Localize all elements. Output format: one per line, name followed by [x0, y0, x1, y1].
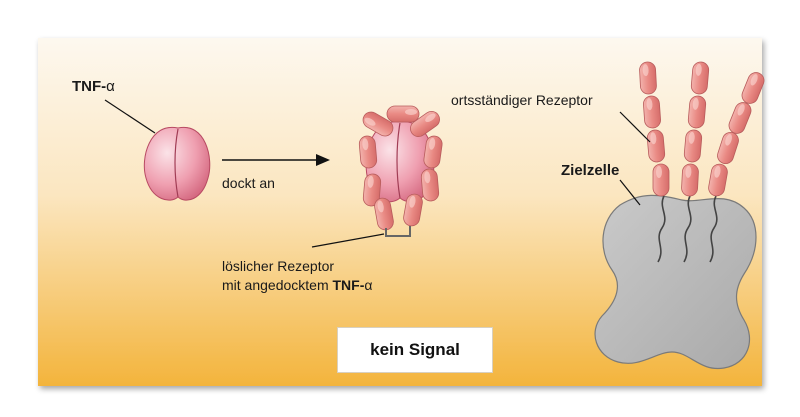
docks-on-label: dockt an: [222, 175, 275, 191]
docking-arrow: [222, 154, 330, 166]
membrane-receptor-leader-line: [619, 111, 651, 143]
docked-tnf-label: mit angedocktem TNF-α: [222, 277, 373, 293]
tnf-alpha-label: TNF-α: [72, 78, 115, 95]
target-cell: [594, 194, 757, 370]
target-cell-label: Zielzelle: [561, 162, 620, 179]
target-cell-leader-line: [619, 179, 641, 206]
membrane-receptor-label: ortsständiger Rezeptor: [451, 92, 593, 108]
soluble-receptor-label: löslicher Rezeptor: [222, 258, 335, 274]
tnf-leader-line: [104, 99, 156, 134]
soluble-receptor-leader-line: [311, 233, 385, 248]
tnf-alpha-molecule: [143, 126, 211, 201]
soluble-receptor-complex: [358, 105, 444, 237]
no-signal-box: kein Signal: [337, 327, 493, 373]
no-signal-text: kein Signal: [370, 340, 460, 359]
